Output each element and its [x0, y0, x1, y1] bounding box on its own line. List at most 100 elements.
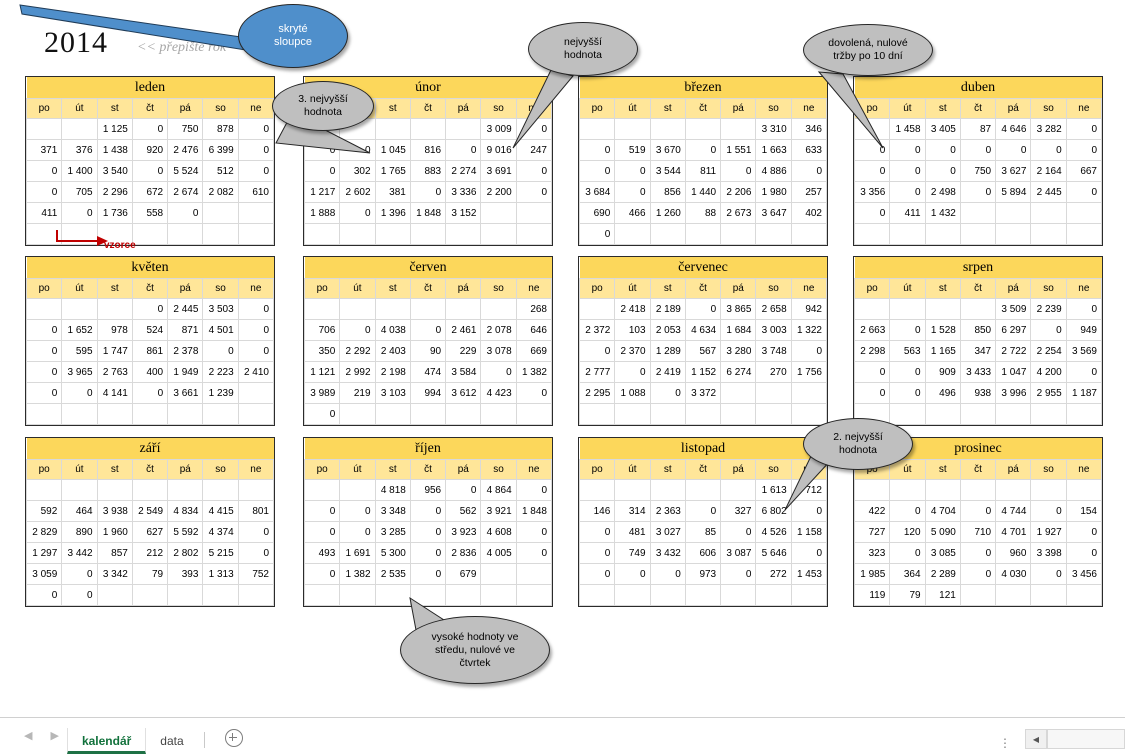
calendar-cell[interactable]: 0	[889, 181, 926, 203]
calendar-cell[interactable]	[96, 223, 133, 245]
calendar-cell[interactable]: 606	[684, 542, 722, 564]
calendar-cell[interactable]: 0	[889, 361, 926, 383]
calendar-cell[interactable]: 154	[1065, 500, 1103, 522]
calendar-cell[interactable]: 1 158	[790, 521, 828, 543]
calendar-cell[interactable]	[614, 479, 651, 501]
calendar-cell[interactable]: 3 612	[445, 382, 482, 404]
calendar-cell[interactable]	[202, 479, 239, 501]
calendar-cell[interactable]: 0	[25, 584, 63, 606]
calendar-cell[interactable]: 3 059	[25, 563, 63, 585]
calendar-cell[interactable]	[684, 223, 722, 245]
calendar-cell[interactable]: 2 602	[339, 181, 376, 203]
calendar-cell[interactable]: 558	[131, 202, 169, 224]
calendar-cell[interactable]: 1 684	[720, 319, 757, 341]
calendar-cell[interactable]	[578, 298, 616, 320]
calendar-cell[interactable]: 0	[445, 479, 482, 501]
calendar-cell[interactable]: 3 670	[649, 139, 686, 161]
calendar-cell[interactable]: 1 289	[649, 340, 686, 362]
calendar-cell[interactable]: 0	[409, 521, 447, 543]
calendar-cell[interactable]: 610	[237, 181, 275, 203]
calendar-cell[interactable]: 909	[924, 361, 961, 383]
calendar-cell[interactable]	[515, 403, 553, 425]
calendar-cell[interactable]: 0	[614, 563, 651, 585]
calendar-cell[interactable]: 0	[649, 563, 686, 585]
calendar-cell[interactable]: 2 296	[96, 181, 133, 203]
scroll-left-icon[interactable]: ◀	[1025, 729, 1047, 749]
calendar-cell[interactable]: 90	[409, 340, 447, 362]
calendar-cell[interactable]: 871	[167, 319, 204, 341]
calendar-cell[interactable]	[303, 223, 341, 245]
calendar-cell[interactable]	[167, 584, 204, 606]
calendar-cell[interactable]: 563	[889, 340, 926, 362]
calendar-cell[interactable]: 272	[755, 563, 792, 585]
calendar-cell[interactable]	[480, 298, 517, 320]
calendar-cell[interactable]: 347	[959, 340, 997, 362]
calendar-cell[interactable]: 0	[1030, 139, 1067, 161]
calendar-cell[interactable]: 0	[578, 542, 616, 564]
calendar-cell[interactable]	[237, 382, 275, 404]
calendar-cell[interactable]: 4 030	[995, 563, 1032, 585]
calendar-cell[interactable]: 1 322	[790, 319, 828, 341]
calendar-cell[interactable]: 0	[889, 319, 926, 341]
calendar-cell[interactable]	[131, 584, 169, 606]
calendar-cell[interactable]: 1 165	[924, 340, 961, 362]
calendar-cell[interactable]: 79	[131, 563, 169, 585]
calendar-cell[interactable]	[25, 118, 63, 140]
horizontal-scrollbar[interactable]	[1047, 729, 1125, 749]
calendar-cell[interactable]: 1 125	[96, 118, 133, 140]
calendar-cell[interactable]: 4 634	[684, 319, 722, 341]
calendar-cell[interactable]	[409, 298, 447, 320]
calendar-cell[interactable]: 3 661	[167, 382, 204, 404]
calendar-cell[interactable]: 749	[614, 542, 651, 564]
calendar-cell[interactable]: 350	[303, 340, 341, 362]
calendar-cell[interactable]: 706	[303, 319, 341, 341]
calendar-cell[interactable]: 3 087	[720, 542, 757, 564]
calendar-cell[interactable]: 0	[515, 181, 553, 203]
calendar-cell[interactable]: 1 396	[374, 202, 411, 224]
calendar-cell[interactable]: 512	[202, 160, 239, 182]
calendar-cell[interactable]	[720, 118, 757, 140]
calendar-cell[interactable]	[61, 223, 98, 245]
calendar-cell[interactable]: 0	[237, 139, 275, 161]
calendar-cell[interactable]: 667	[1065, 160, 1103, 182]
calendar-cell[interactable]: 247	[515, 139, 553, 161]
calendar-cell[interactable]: 710	[959, 521, 997, 543]
calendar-cell[interactable]: 0	[1065, 542, 1103, 564]
calendar-cell[interactable]: 960	[995, 542, 1032, 564]
calendar-cell[interactable]: 3 540	[96, 160, 133, 182]
calendar-cell[interactable]: 956	[409, 479, 447, 501]
calendar-cell[interactable]	[167, 403, 204, 425]
calendar-cell[interactable]: 3 965	[61, 361, 98, 383]
calendar-cell[interactable]: 0	[131, 382, 169, 404]
calendar-cell[interactable]: 0	[515, 521, 553, 543]
calendar-cell[interactable]: 0	[853, 160, 891, 182]
calendar-cell[interactable]: 0	[1065, 298, 1103, 320]
calendar-cell[interactable]: 672	[131, 181, 169, 203]
calendar-cell[interactable]: 3 544	[649, 160, 686, 182]
calendar-cell[interactable]	[578, 479, 616, 501]
calendar-cell[interactable]: 0	[339, 521, 376, 543]
calendar-cell[interactable]: 4 744	[995, 500, 1032, 522]
calendar-cell[interactable]	[684, 479, 722, 501]
calendar-cell[interactable]	[959, 223, 997, 245]
calendar-cell[interactable]: 1 551	[720, 139, 757, 161]
calendar-cell[interactable]: 0	[790, 542, 828, 564]
calendar-cell[interactable]	[720, 479, 757, 501]
calendar-cell[interactable]	[480, 202, 517, 224]
calendar-cell[interactable]	[614, 223, 651, 245]
calendar-cell[interactable]: 0	[649, 382, 686, 404]
calendar-cell[interactable]: 2 419	[649, 361, 686, 383]
calendar-cell[interactable]: 1 382	[515, 361, 553, 383]
calendar-cell[interactable]: 2 722	[995, 340, 1032, 362]
calendar-cell[interactable]	[61, 403, 98, 425]
calendar-cell[interactable]: 103	[614, 319, 651, 341]
calendar-cell[interactable]: 942	[790, 298, 828, 320]
calendar-cell[interactable]: 5 524	[167, 160, 204, 182]
calendar-cell[interactable]	[409, 223, 447, 245]
calendar-cell[interactable]: 0	[790, 160, 828, 182]
calendar-cell[interactable]: 2 476	[167, 139, 204, 161]
calendar-cell[interactable]: 257	[790, 181, 828, 203]
calendar-cell[interactable]: 3 584	[445, 361, 482, 383]
calendar-cell[interactable]: 3 503	[202, 298, 239, 320]
calendar-cell[interactable]	[1030, 202, 1067, 224]
